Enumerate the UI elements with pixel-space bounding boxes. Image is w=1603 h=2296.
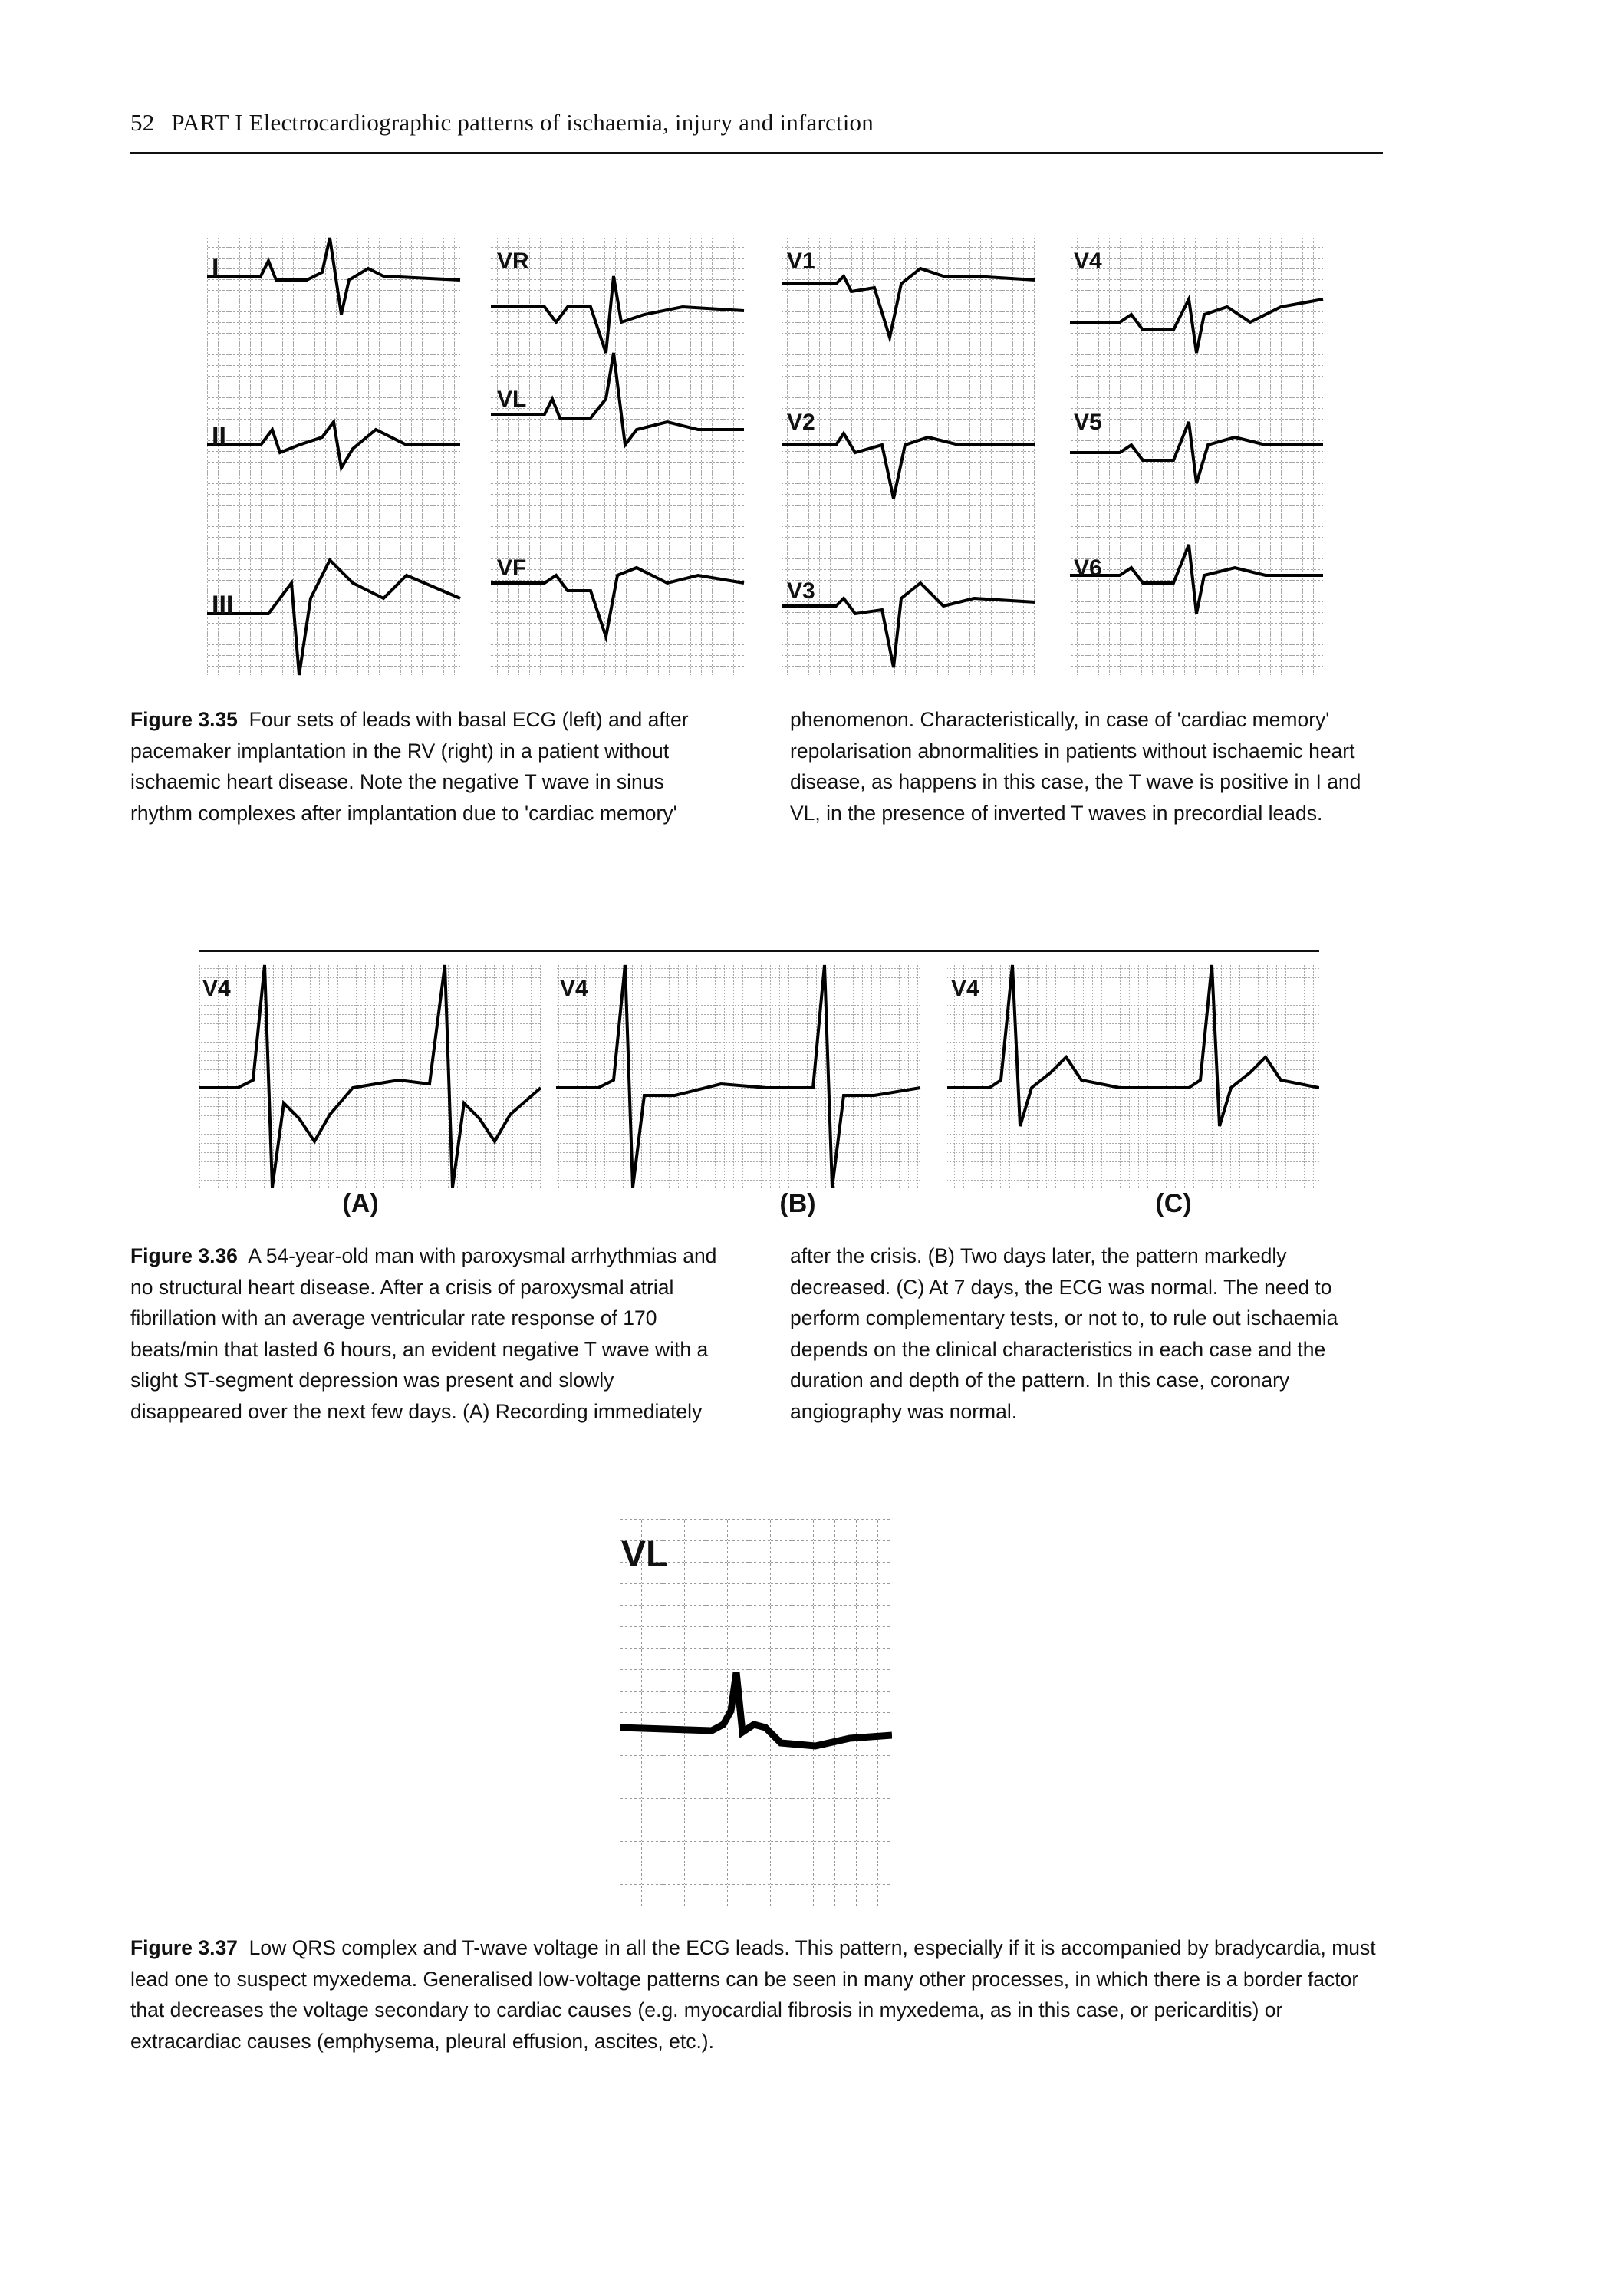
figure-3-37-image: VL — [620, 1519, 892, 1906]
lead-label-V3: V3 — [787, 578, 815, 604]
ecg-grid-VL — [620, 1519, 892, 1906]
ecg-grid-set-2 — [491, 238, 744, 675]
ecg-grid-set-1 — [207, 238, 460, 675]
lead-label-V6: V6 — [1074, 555, 1102, 581]
lead-label-V4: V4 — [1074, 249, 1102, 274]
lead-label-VL: VL — [497, 387, 526, 412]
figure-3-36-caption: Figure 3.36 A 54-year-old man with parox… — [130, 1240, 1388, 1427]
figure-3-35-caption-text: Four sets of leads with basal ECG (left)… — [130, 708, 1361, 825]
ecg-grid-B — [556, 965, 920, 1188]
figure-3-35-image: I II III VR VL VF V1 V2 V3 V4 V5 V6 — [207, 215, 1335, 683]
ecg-panel-3-36: V4 V4 V4 — [199, 950, 1319, 1188]
panel-label-A: (A) — [342, 1189, 379, 1218]
figure-3-36-image: V4 V4 V4 — [199, 950, 1319, 1204]
ecg-trace-VL — [620, 1672, 892, 1750]
figure-3-37-caption: Figure 3.37 Low QRS complex and T-wave v… — [130, 1932, 1388, 2057]
lead-label-V4-A: V4 — [202, 976, 231, 1001]
lead-label-V1: V1 — [787, 249, 815, 274]
lead-label-VL-3-37: VL — [621, 1534, 668, 1575]
figure-3-35-label: Figure 3.35 — [130, 708, 238, 731]
panel-label-C: (C) — [1155, 1189, 1192, 1218]
figure-3-37-label: Figure 3.37 — [130, 1936, 238, 1959]
ecg-panel-3-35: I II III VR VL VF V1 V2 V3 V4 V5 V6 — [207, 237, 1324, 676]
lead-label-III: III — [212, 591, 233, 620]
ecg-panel-3-37: VL — [620, 1519, 892, 1906]
figure-3-37-caption-text: Low QRS complex and T-wave voltage in al… — [130, 1936, 1376, 2053]
lead-label-VR: VR — [497, 249, 529, 274]
page-number: 52 — [130, 109, 155, 136]
ecg-grid-C — [947, 965, 1319, 1188]
figure-3-36-caption-text: A 54-year-old man with paroxysmal arrhyt… — [130, 1244, 1338, 1423]
lead-label-II: II — [212, 422, 226, 451]
running-title: PART I Electrocardiographic patterns of … — [171, 109, 874, 136]
ecg-grid-set-3 — [782, 238, 1035, 675]
ecg-grid-A — [199, 965, 541, 1188]
lead-label-V4-C: V4 — [951, 976, 979, 1001]
lead-label-I: I — [212, 253, 219, 282]
figure-3-36-label: Figure 3.36 — [130, 1244, 238, 1267]
header-rule — [130, 152, 1383, 154]
lead-label-V4-B: V4 — [560, 976, 588, 1001]
lead-label-V2: V2 — [787, 410, 815, 435]
panel-label-B: (B) — [779, 1189, 816, 1218]
lead-label-VF: VF — [497, 555, 526, 581]
figure-3-35-caption: Figure 3.35 Four sets of leads with basa… — [130, 704, 1388, 828]
running-header: 52 PART I Electrocardiographic patterns … — [130, 109, 874, 137]
lead-label-V5: V5 — [1074, 410, 1102, 435]
